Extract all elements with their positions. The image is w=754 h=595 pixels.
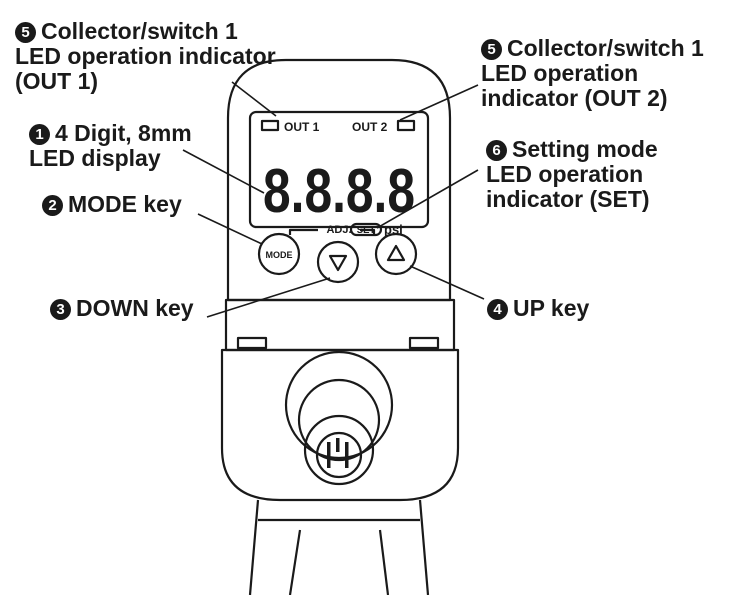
callout-text: DOWN key xyxy=(76,295,194,321)
fitting-neck-right xyxy=(418,499,430,595)
callout-number: 4 xyxy=(487,299,508,320)
out2-led xyxy=(396,119,416,132)
fitting-inner-right xyxy=(378,529,390,595)
callout-text: UP key xyxy=(513,295,590,321)
leader-up xyxy=(409,265,485,300)
callout-text: Setting mode xyxy=(512,136,658,162)
housing-upper xyxy=(226,58,452,302)
leader-out1 xyxy=(231,81,277,117)
up-key xyxy=(374,232,418,276)
set-label: SET xyxy=(357,225,376,236)
unit-label: psi xyxy=(384,222,403,237)
callout-number: 5 xyxy=(15,22,36,43)
adj-label: ADJ. xyxy=(326,224,351,236)
connector-ring xyxy=(297,378,381,462)
callout-text: LED operation xyxy=(481,60,639,86)
housing-lower xyxy=(220,348,460,502)
callout-text: 4 Digit, 8mm xyxy=(55,120,192,146)
band-notch-left xyxy=(236,336,268,350)
connector-outer xyxy=(284,350,394,460)
up-arrow-icon xyxy=(386,244,406,262)
pin-1 xyxy=(327,442,331,468)
callout-text: LED display xyxy=(29,145,161,171)
callout-text: (OUT 1) xyxy=(15,68,99,94)
mode-key xyxy=(257,232,301,276)
callout-text: Collector/switch 1 xyxy=(507,35,704,61)
fitting-neck xyxy=(248,499,260,595)
connector-inner xyxy=(315,431,363,479)
out2-label: OUT 2 xyxy=(352,120,388,134)
set-indicator xyxy=(349,222,383,237)
out1-led xyxy=(260,119,280,132)
housing-band xyxy=(224,298,456,352)
callout-text: LED operation indicator xyxy=(15,43,276,69)
pin-3 xyxy=(336,438,340,452)
callout-number: 3 xyxy=(50,299,71,320)
leader-out2 xyxy=(399,84,479,121)
leader-down xyxy=(206,277,331,318)
out1-label: OUT 1 xyxy=(284,120,320,134)
callout-number: 2 xyxy=(42,195,63,216)
connector-face xyxy=(303,414,375,486)
callout-text: indicator (OUT 2) xyxy=(481,85,668,111)
callout-text: Collector/switch 1 xyxy=(41,18,238,44)
leader-set xyxy=(376,169,479,229)
callout-text: MODE key xyxy=(68,191,182,217)
down-arrow-icon xyxy=(328,254,348,272)
fitting-inner-left xyxy=(288,529,302,595)
display-window xyxy=(248,110,430,229)
display-digits: 8.8.8.8 xyxy=(263,157,415,226)
callout-number: 5 xyxy=(481,39,502,60)
callout-number: 1 xyxy=(29,124,50,145)
down-key xyxy=(316,240,360,284)
mode-key-label: MODE xyxy=(266,250,293,260)
pin-2 xyxy=(345,442,349,468)
band-notch-right xyxy=(408,336,440,350)
leader-mode xyxy=(197,213,263,245)
leader-display xyxy=(182,149,265,194)
callout-number: 6 xyxy=(486,140,507,161)
callout-text: indicator (SET) xyxy=(486,186,650,212)
callout-text: LED operation xyxy=(486,161,644,187)
